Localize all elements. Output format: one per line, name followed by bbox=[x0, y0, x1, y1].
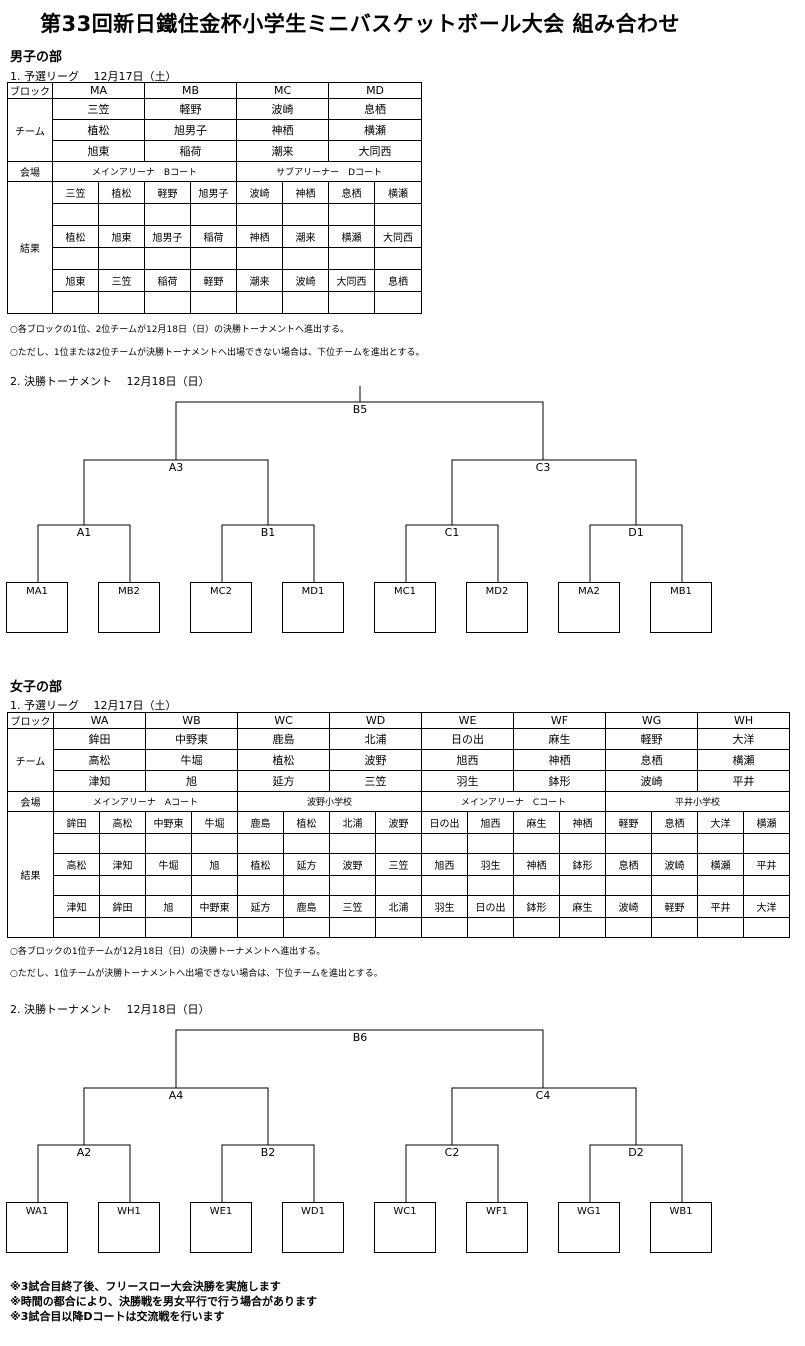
bracket-node: B2 bbox=[260, 1146, 276, 1159]
boys-note: ○ただし、1位または2位チームが決勝トーナメントへ出場できない場合は、下位チーム… bbox=[10, 348, 425, 358]
match-team: 平井 bbox=[743, 853, 791, 876]
result-label: 結果 bbox=[7, 181, 53, 314]
block-name: WC bbox=[237, 712, 330, 729]
team-cell: 鉾田 bbox=[53, 728, 146, 750]
bracket-entry: WE1 bbox=[190, 1202, 252, 1253]
bracket-node: B5 bbox=[352, 403, 368, 416]
bracket-node: A1 bbox=[76, 526, 92, 539]
team-cell: 軽野 bbox=[144, 98, 238, 120]
bracket-entry: WD1 bbox=[282, 1202, 344, 1253]
bracket-entry: MC2 bbox=[190, 582, 252, 633]
footer-note: ※時間の都合により、決勝戦を男女平行で行う場合があります bbox=[10, 1295, 318, 1308]
bracket-entry: WH1 bbox=[98, 1202, 160, 1253]
girls-heading: 女子の部 bbox=[10, 680, 63, 695]
bracket-entry: MD2 bbox=[466, 582, 528, 633]
team-cell: 三笠 bbox=[328, 770, 423, 792]
bracket-node: C3 bbox=[535, 461, 551, 474]
match-row: 植松 旭東 旭男子 稲荷 神栖 潮来 横瀬 大同西 bbox=[8, 225, 423, 248]
team-cell: 波崎 bbox=[605, 770, 699, 792]
team-cell: 潮来 bbox=[236, 140, 330, 162]
boys-league-table: ブロック MA MB MC MD チーム 三笠 軽野 波崎 息栖 植松 旭男子 … bbox=[7, 82, 423, 314]
bracket-entry: MD1 bbox=[282, 582, 344, 633]
team-cell: 息栖 bbox=[605, 749, 699, 771]
girls-note: ○ただし、1位チームが決勝トーナメントへ出場できない場合は、下位チームを進出とす… bbox=[10, 969, 383, 979]
score-row bbox=[8, 917, 791, 938]
bracket-node: C1 bbox=[444, 526, 460, 539]
score-cell bbox=[97, 291, 146, 314]
bracket-entry: MA1 bbox=[6, 582, 68, 633]
bracket-entry: WC1 bbox=[374, 1202, 436, 1253]
block-name: MA bbox=[51, 82, 146, 99]
bracket-node: A4 bbox=[168, 1089, 184, 1102]
score-cell bbox=[374, 291, 423, 314]
bracket-node: B1 bbox=[260, 526, 276, 539]
match-row: 旭東 三笠 稲荷 軽野 潮来 波崎 大同西 息栖 bbox=[8, 269, 423, 292]
bracket-entry: WG1 bbox=[558, 1202, 620, 1253]
page-title: 第33回新日鐵住金杯小学生ミニバスケットボール大会 組み合わせ bbox=[40, 12, 681, 36]
bracket-node: D2 bbox=[628, 1146, 644, 1159]
bracket-entry: MB1 bbox=[650, 582, 712, 633]
score-cell bbox=[282, 291, 330, 314]
bracket-node: C4 bbox=[535, 1089, 551, 1102]
score-cell bbox=[743, 917, 791, 938]
block-name: MC bbox=[236, 82, 330, 99]
bracket-entry: WA1 bbox=[6, 1202, 68, 1253]
bracket-entry: MB2 bbox=[98, 582, 160, 633]
girls-note: ○各ブロックの1位チームが12月18日（日）の決勝トーナメントへ進出する。 bbox=[10, 947, 326, 957]
footer-note: ※3試合目以降Dコートは交流戦を行います bbox=[10, 1310, 225, 1323]
girls-tournament-heading: 2. 決勝トーナメント 12月18日（日） bbox=[10, 1003, 210, 1016]
bracket-entry: WB1 bbox=[650, 1202, 712, 1253]
score-cell bbox=[190, 291, 238, 314]
bracket-entry: MA2 bbox=[558, 582, 620, 633]
team-cell: 大洋 bbox=[697, 728, 791, 750]
bracket-node: B6 bbox=[352, 1031, 368, 1044]
score-cell bbox=[467, 917, 515, 938]
score-row bbox=[8, 291, 423, 314]
score-cell bbox=[374, 917, 423, 938]
boys-league-heading: 1. 予選リーグ 12月17日（土） bbox=[10, 70, 177, 83]
score-row bbox=[8, 247, 423, 270]
team-cell: 麻生 bbox=[513, 728, 607, 750]
match-row: 高松津知牛堀旭植松延方波野三笠旭西羽生神栖鉢形息栖波崎横瀬平井 bbox=[8, 853, 791, 876]
team-cell: 旭男子 bbox=[144, 119, 238, 141]
bracket-node: A3 bbox=[168, 461, 184, 474]
bracket-entry: WF1 bbox=[466, 1202, 528, 1253]
result-label: 結果 bbox=[7, 811, 54, 938]
bracket-entry: MC1 bbox=[374, 582, 436, 633]
bracket-node: A2 bbox=[76, 1146, 92, 1159]
boys-heading: 男子の部 bbox=[10, 50, 63, 65]
boys-note: ○各ブロックの1位、2位チームが12月18日（日）の決勝トーナメントへ進出する。 bbox=[10, 325, 349, 335]
team-cell: 大同西 bbox=[328, 140, 423, 162]
team-cell: 稲荷 bbox=[144, 140, 238, 162]
girls-league-table: ブロック WA WB WC WD WE WF WG WH チーム 鉾田 中野東 … bbox=[7, 712, 791, 938]
boys-tournament-heading: 2. 決勝トーナメント 12月18日（日） bbox=[10, 375, 210, 388]
footer-note: ※3試合目終了後、フリースロー大会決勝を実施します bbox=[10, 1280, 281, 1293]
match-team: 羽生 bbox=[467, 853, 515, 876]
score-row bbox=[8, 203, 423, 226]
bracket-node: C2 bbox=[444, 1146, 460, 1159]
team-cell: 横瀬 bbox=[697, 749, 791, 771]
girls-league-heading: 1. 予選リーグ 12月17日（土） bbox=[10, 699, 177, 712]
match-row: 結果 三笠 植松 軽野 旭男子 波崎 神栖 息栖 横瀬 bbox=[7, 181, 423, 314]
bracket-node: D1 bbox=[628, 526, 644, 539]
match-team: 植松 bbox=[97, 181, 146, 204]
